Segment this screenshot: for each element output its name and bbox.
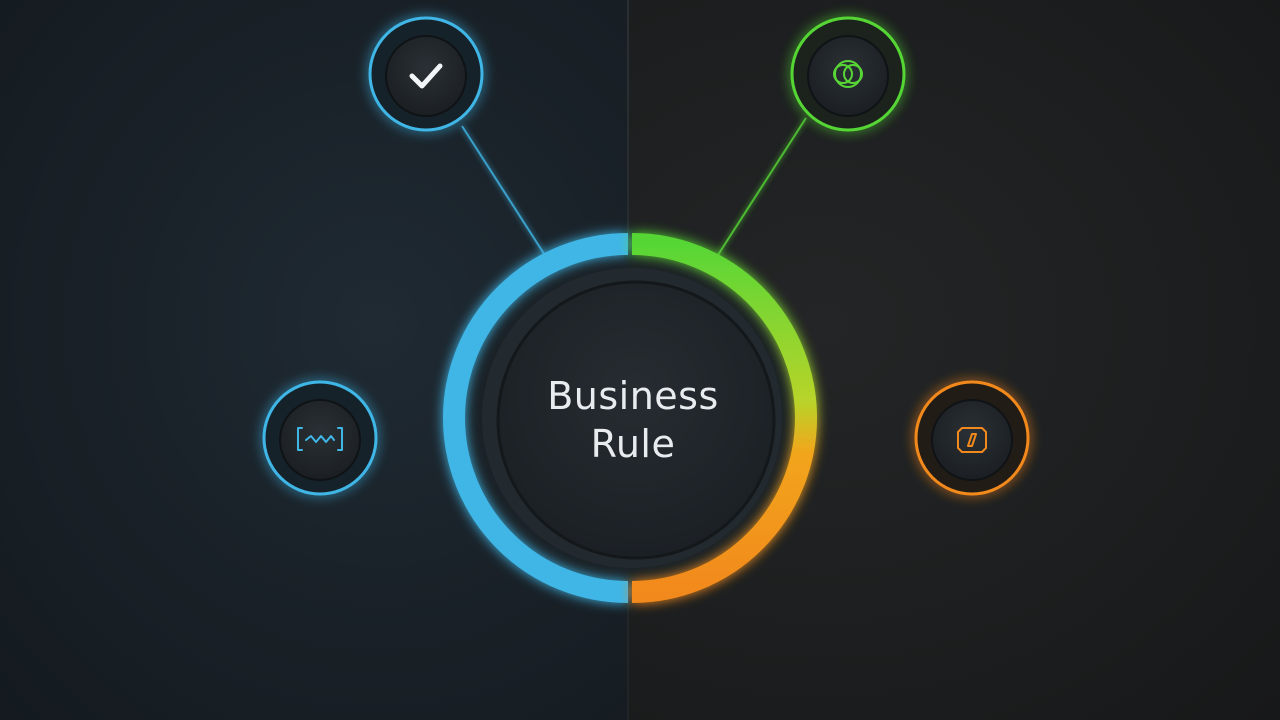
node-top-left[interactable] <box>368 16 484 132</box>
connector-lines <box>380 117 914 441</box>
overlapping-circles-icon <box>833 60 863 88</box>
connector-top-left <box>461 125 549 261</box>
node-top-right[interactable] <box>790 16 906 132</box>
node-mid-right[interactable] <box>914 380 1030 496</box>
node-mid-left[interactable] <box>262 380 378 496</box>
connector-top-right <box>715 117 807 259</box>
center-title-line2: Rule <box>590 422 676 466</box>
check-icon <box>409 63 443 89</box>
code-brackets-icon <box>297 427 343 451</box>
center-title-line1: Business <box>547 374 719 418</box>
pen-tag-icon <box>957 427 987 453</box>
ring-blue-segment <box>443 233 629 603</box>
ring-green-orange-segment <box>631 233 817 603</box>
central-hub <box>443 233 817 603</box>
center-title: Business Rule <box>500 360 766 480</box>
